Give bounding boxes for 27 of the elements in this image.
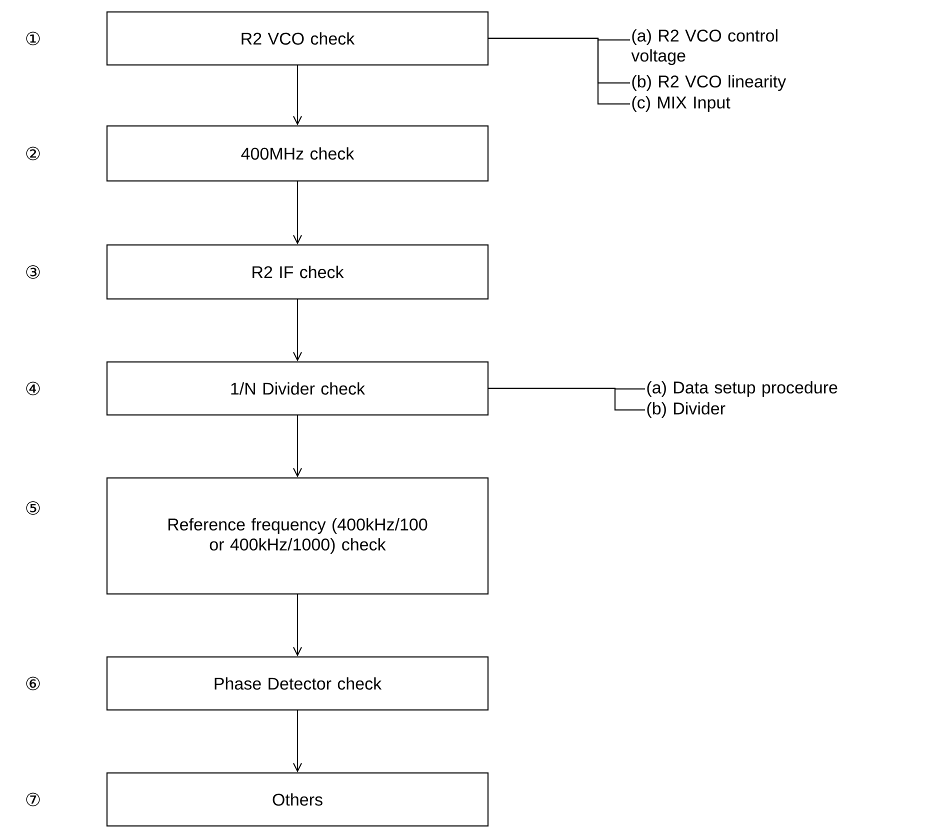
callout-number: ① [26, 32, 40, 46]
arrow [293, 66, 302, 126]
callout-number: ⑦ [26, 792, 40, 806]
callout-number: ③ [26, 265, 40, 279]
callout-number: ⑥ [26, 676, 40, 690]
connector-line [488, 38, 630, 105]
item-label: (b) Divider [647, 402, 726, 418]
arrow [293, 710, 302, 772]
process-box: Phase Detector check [106, 656, 489, 711]
process-box: Others [106, 772, 489, 827]
process-box: 1/N Divider check [106, 361, 489, 416]
item-label: (c) MIX Input [632, 96, 730, 112]
process-box: 400MHz check [106, 125, 489, 182]
item-label: (a) R2 VCO control voltage [631, 29, 778, 66]
process-box: R2 VCO check [106, 11, 489, 66]
callout-number: ② [26, 146, 40, 160]
process-box: R2 IF check [106, 244, 489, 300]
arrow [293, 594, 302, 656]
arrow [293, 182, 302, 244]
callout-number: ⑤ [26, 501, 40, 515]
arrow [293, 416, 302, 478]
connector-line [488, 388, 645, 411]
item-label: (b) R2 VCO linearity [632, 75, 786, 91]
callout-number: ④ [26, 382, 40, 396]
process-box: Reference frequency (400kHz/100 or 400kHz/1000) check [106, 477, 489, 595]
arrow [293, 300, 302, 362]
item-label: (a) Data setup procedure [647, 381, 838, 397]
